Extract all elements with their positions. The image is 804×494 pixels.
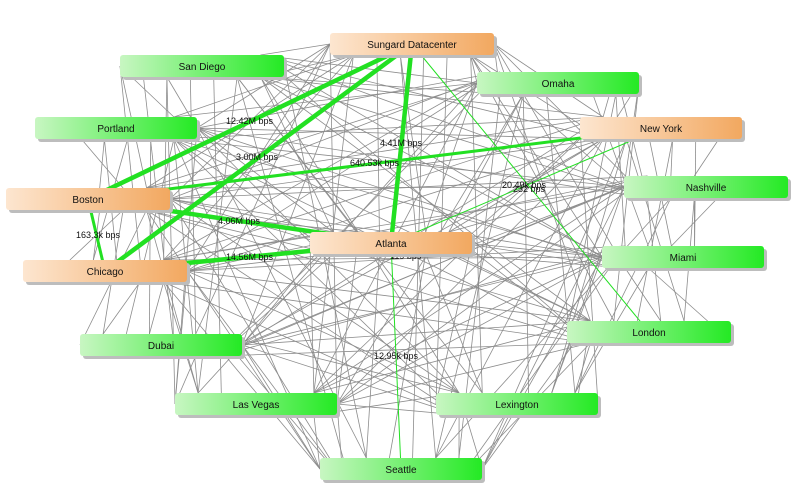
- node-label: Miami: [670, 253, 697, 264]
- node-sandiego[interactable]: San Diego: [120, 55, 287, 80]
- node-label: Seattle: [385, 465, 417, 476]
- mesh-link: [120, 66, 140, 260]
- node-label: Portland: [97, 124, 134, 135]
- mesh-link: [648, 268, 707, 321]
- mesh-link: [100, 139, 105, 188]
- node-label: Chicago: [87, 267, 124, 278]
- mesh-link: [219, 334, 459, 393]
- traffic-label: 14.56M bps: [226, 252, 274, 262]
- node-miami[interactable]: Miami: [602, 246, 767, 271]
- node-omaha[interactable]: Omaha: [477, 72, 642, 97]
- mesh-link: [314, 187, 624, 393]
- node-label: Atlanta: [375, 239, 407, 250]
- traffic-label: 3.00M bps: [236, 152, 279, 162]
- mesh-link: [694, 139, 719, 176]
- traffic-label: 4.06M bps: [218, 216, 261, 226]
- node-lasvegas[interactable]: Las Vegas: [175, 393, 340, 418]
- traffic-label: 12.42M bps: [226, 116, 274, 126]
- node-label: London: [632, 328, 665, 339]
- node-seattle[interactable]: Seattle: [320, 458, 485, 483]
- traffic-label: 163.3k bps: [76, 230, 121, 240]
- traffic-label: 640.53k bps: [350, 158, 400, 168]
- mesh-link: [187, 271, 343, 480]
- node-sungard[interactable]: Sungard Datacenter: [330, 33, 497, 58]
- mesh-link: [147, 210, 199, 393]
- mesh-link: [261, 44, 330, 55]
- mesh-link: [103, 282, 140, 334]
- node-label: Las Vegas: [233, 400, 280, 411]
- node-nashville[interactable]: Nashville: [624, 176, 791, 201]
- node-atlanta[interactable]: Atlanta: [310, 232, 475, 257]
- mesh-link: [337, 254, 356, 404]
- mesh-link: [625, 268, 661, 321]
- traffic-label: 12.95k bps: [374, 351, 419, 361]
- traffic-label: 4.41M bps: [380, 138, 423, 148]
- node-label: Nashville: [686, 183, 727, 194]
- node-label: Dubai: [148, 341, 174, 352]
- node-label: San Diego: [179, 62, 226, 73]
- node-label: Sungard Datacenter: [367, 40, 457, 51]
- node-london[interactable]: London: [567, 321, 734, 346]
- mesh-link: [149, 282, 163, 334]
- node-label: Lexington: [495, 400, 538, 411]
- node-chicago[interactable]: Chicago: [23, 260, 190, 285]
- node-boston[interactable]: Boston: [6, 188, 173, 213]
- traffic-label: 232 bps: [513, 184, 546, 194]
- node-lexington[interactable]: Lexington: [436, 393, 601, 418]
- mesh-link: [523, 94, 528, 393]
- node-newyork[interactable]: New York: [580, 117, 745, 142]
- mesh-link: [337, 176, 647, 404]
- node-label: New York: [640, 124, 683, 135]
- node-portland[interactable]: Portland: [35, 117, 200, 142]
- mesh-link: [575, 198, 671, 393]
- node-label: Boston: [72, 195, 103, 206]
- node-label: Omaha: [542, 79, 575, 90]
- node-dubai[interactable]: Dubai: [80, 334, 245, 359]
